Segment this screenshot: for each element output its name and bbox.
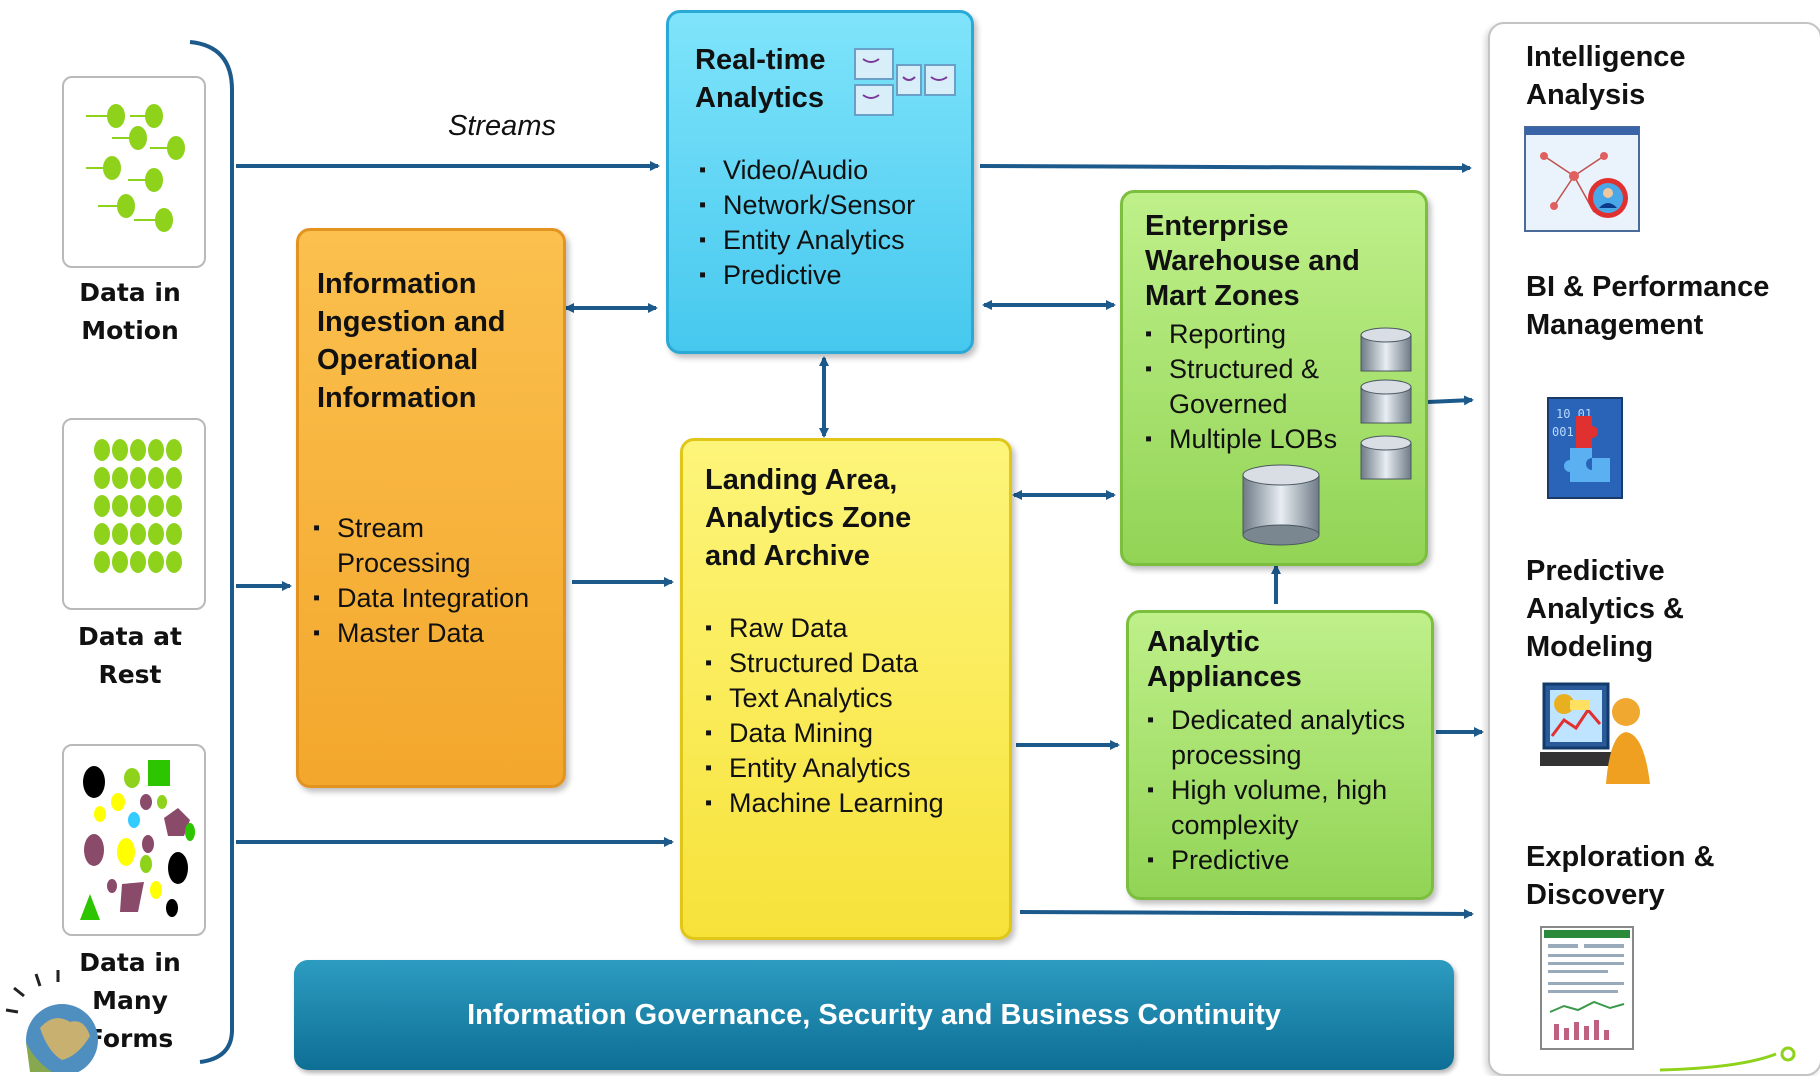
- landing-item: Structured Data: [705, 646, 1005, 681]
- exploration-discovery-icon: [1540, 926, 1634, 1050]
- realtime-item: Network/Sensor: [699, 188, 969, 223]
- ingestion-box: Information Ingestion and Operational In…: [296, 228, 566, 788]
- landing-item: Entity Analytics: [705, 751, 1005, 786]
- realtime-item: Entity Analytics: [699, 223, 969, 258]
- appliances-item: Dedicated analytics processing: [1147, 703, 1433, 773]
- globe-icon: [5, 970, 98, 1072]
- data-at-rest-label: Data at Rest: [78, 622, 182, 689]
- realtime-item: Video/Audio: [699, 153, 969, 188]
- predictive-modeling-icon: [1540, 682, 1650, 784]
- output-predictive-title: Predictive Analytics & Modeling: [1526, 555, 1684, 663]
- stream-flow-icon: [854, 48, 956, 116]
- output-intelligence-title: Intelligence Analysis: [1526, 41, 1686, 111]
- warehouse-item: Reporting: [1145, 317, 1345, 352]
- arrow-warehouse-output: [1427, 395, 1474, 406]
- realtime-list: Video/Audio Network/Sensor Entity Analyt…: [699, 153, 969, 293]
- warehouse-title: Enterprise Warehouse and Mart Zones: [1145, 210, 1360, 312]
- database-icons: [1242, 327, 1412, 546]
- ingestion-list: Stream Processing Data Integration Maste…: [313, 511, 561, 651]
- realtime-title: Real-time Analytics: [695, 44, 826, 114]
- warehouse-item: Multiple LOBs: [1145, 422, 1345, 457]
- appliances-box: Analytic Appliances Dedicated analytics …: [1126, 610, 1434, 900]
- source-bracket: [189, 40, 234, 1064]
- landing-box: Landing Area, Analytics Zone and Archive…: [680, 438, 1012, 940]
- ingestion-item: Stream Processing: [313, 511, 561, 581]
- warehouse-box: Enterprise Warehouse and Mart Zones Repo…: [1120, 190, 1428, 566]
- data-in-motion-icon: [86, 104, 185, 232]
- landing-item: Machine Learning: [705, 786, 1005, 821]
- landing-title: Landing Area, Analytics Zone and Archive: [705, 464, 912, 572]
- output-exploration-title: Exploration & Discovery: [1526, 841, 1715, 911]
- warehouse-list: Reporting Structured & Governed Multiple…: [1145, 317, 1345, 457]
- appliances-list: Dedicated analytics processing High volu…: [1147, 703, 1433, 878]
- landing-item: Text Analytics: [705, 681, 1005, 716]
- data-at-rest-icon: [94, 439, 182, 573]
- landing-item: Data Mining: [705, 716, 1005, 751]
- governance-label: Information Governance, Security and Bus…: [467, 999, 1281, 1031]
- intelligence-analysis-icon: [1524, 126, 1640, 232]
- output-bi-title: BI & Performance Management: [1526, 271, 1770, 341]
- data-many-forms-card: [62, 744, 206, 936]
- arrow-realtime-output: [979, 162, 1472, 173]
- bi-performance-icon: 10 01 001 1: [1547, 397, 1623, 499]
- ingestion-title: Information Ingestion and Operational In…: [317, 268, 506, 414]
- realtime-box: Real-time Analytics Video/Audio Network/…: [666, 10, 974, 354]
- appliances-item: High volume, high complexity: [1147, 773, 1433, 843]
- streams-label: Streams: [448, 110, 556, 142]
- arrow-landing-output: [1019, 908, 1474, 919]
- appliances-item: Predictive: [1147, 843, 1433, 878]
- data-many-forms-label: Data in Many Forms: [79, 948, 181, 1053]
- warehouse-item: Structured & Governed: [1145, 352, 1345, 422]
- data-many-forms-icon: [80, 760, 195, 920]
- ingestion-item: Data Integration: [313, 581, 561, 616]
- data-in-motion-card: [62, 76, 206, 268]
- governance-bar: Information Governance, Security and Bus…: [294, 960, 1454, 1070]
- appliances-title: Analytic Appliances: [1147, 626, 1302, 693]
- landing-list: Raw Data Structured Data Text Analytics …: [705, 611, 1005, 821]
- data-in-motion-label: Data in Motion: [79, 278, 181, 345]
- ingestion-item: Master Data: [313, 616, 561, 651]
- accent-swoosh: [1660, 1046, 1796, 1072]
- data-at-rest-card: [62, 418, 206, 610]
- landing-item: Raw Data: [705, 611, 1005, 646]
- realtime-item: Predictive: [699, 258, 969, 293]
